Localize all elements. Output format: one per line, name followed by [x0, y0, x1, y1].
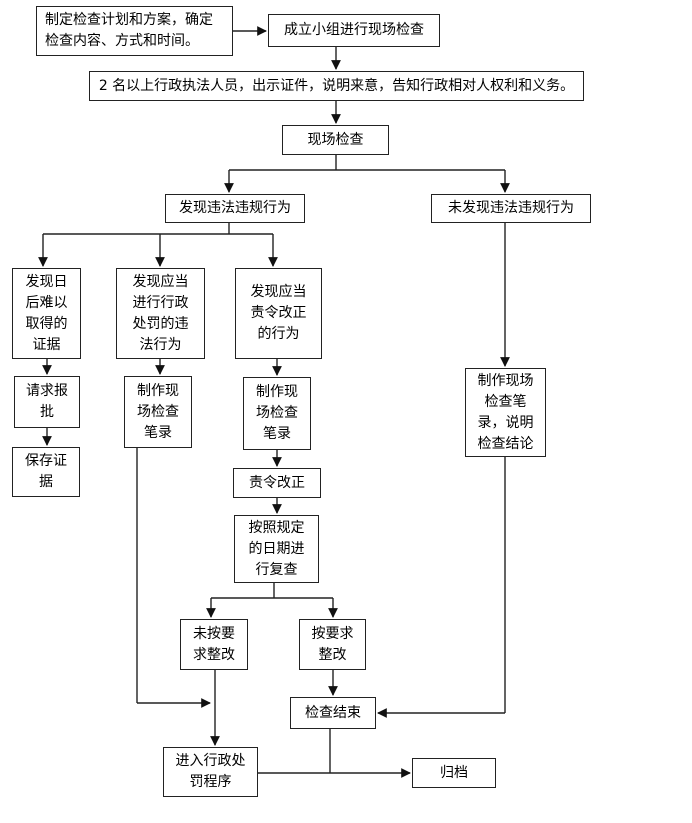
node-order-rectify-text: 责令改正: [249, 474, 305, 491]
node-not-rectified-text: 未按要 求整改: [193, 625, 235, 663]
node-no-violation: 未发现违法违规行为: [431, 194, 591, 223]
node-preserve-evidence: 保存证 据: [12, 447, 80, 497]
node-penalty-procedure-text: 进入行政处 罚程序: [175, 753, 246, 790]
node-record-rectify-text: 制作现 场检查 笔录: [256, 384, 298, 442]
node-archive-text: 归档: [440, 764, 468, 781]
node-review: 按照规定 的日期进 行复查: [234, 515, 319, 583]
node-team: 成立小组进行现场检查: [268, 14, 440, 47]
node-request-approval: 请求报 批: [14, 376, 80, 428]
node-not-rectified: 未按要 求整改: [180, 619, 248, 670]
node-officers-text: 2 名以上行政执法人员，出示证件，说明来意，告知行政相对人权利和义务。: [98, 77, 575, 94]
node-rectified-text: 按要求 整改: [311, 625, 354, 663]
node-no-violation-text: 未发现违法违规行为: [448, 200, 574, 216]
node-penalty-procedure: 进入行政处 罚程序: [163, 747, 258, 797]
node-team-text: 成立小组进行现场检查: [284, 22, 424, 38]
node-hard-evidence-text: 发现日 后难以 取得的 证据: [25, 273, 68, 353]
node-should-rectify-text: 发现应当 责令改正 的行为: [250, 284, 307, 342]
node-order-rectify: 责令改正: [233, 468, 321, 498]
node-site-check-text: 现场检查: [307, 131, 364, 148]
node-plan: 制定检查计划和方案，确定 检查内容、方式和时间。: [36, 6, 233, 56]
node-check-end-text: 检查结束: [305, 704, 361, 721]
node-record-no-violation: 制作现场 检查笔 录，说明 检查结论: [465, 368, 546, 457]
node-found-violation-text: 发现违法违规行为: [179, 200, 291, 216]
node-record-rectify: 制作现 场检查 笔录: [243, 377, 311, 450]
node-site-check: 现场检查: [282, 125, 389, 155]
node-record-penalize: 制作现 场检查 笔录: [124, 376, 192, 448]
node-review-text: 按照规定 的日期进 行复查: [248, 519, 305, 578]
node-archive: 归档: [412, 758, 496, 788]
node-check-end: 检查结束: [290, 697, 376, 729]
node-rectified: 按要求 整改: [299, 619, 366, 670]
node-should-penalize-text: 发现应当 进行行政 处罚的违 法行为: [132, 273, 189, 353]
node-record-penalize-text: 制作现 场检查 笔录: [137, 382, 179, 441]
node-should-penalize: 发现应当 进行行政 处罚的违 法行为: [116, 268, 205, 359]
node-hard-evidence: 发现日 后难以 取得的 证据: [12, 268, 81, 359]
node-record-no-violation-text: 制作现场 检查笔 录，说明 检查结论: [477, 372, 534, 452]
node-officers: 2 名以上行政执法人员，出示证件，说明来意，告知行政相对人权利和义务。: [89, 71, 584, 101]
node-should-rectify: 发现应当 责令改正 的行为: [235, 268, 322, 359]
node-plan-text: 制定检查计划和方案，确定 检查内容、方式和时间。: [45, 12, 213, 49]
node-request-approval-text: 请求报 批: [26, 383, 68, 420]
node-found-violation: 发现违法违规行为: [165, 194, 305, 223]
node-preserve-evidence-text: 保存证 据: [25, 453, 67, 490]
